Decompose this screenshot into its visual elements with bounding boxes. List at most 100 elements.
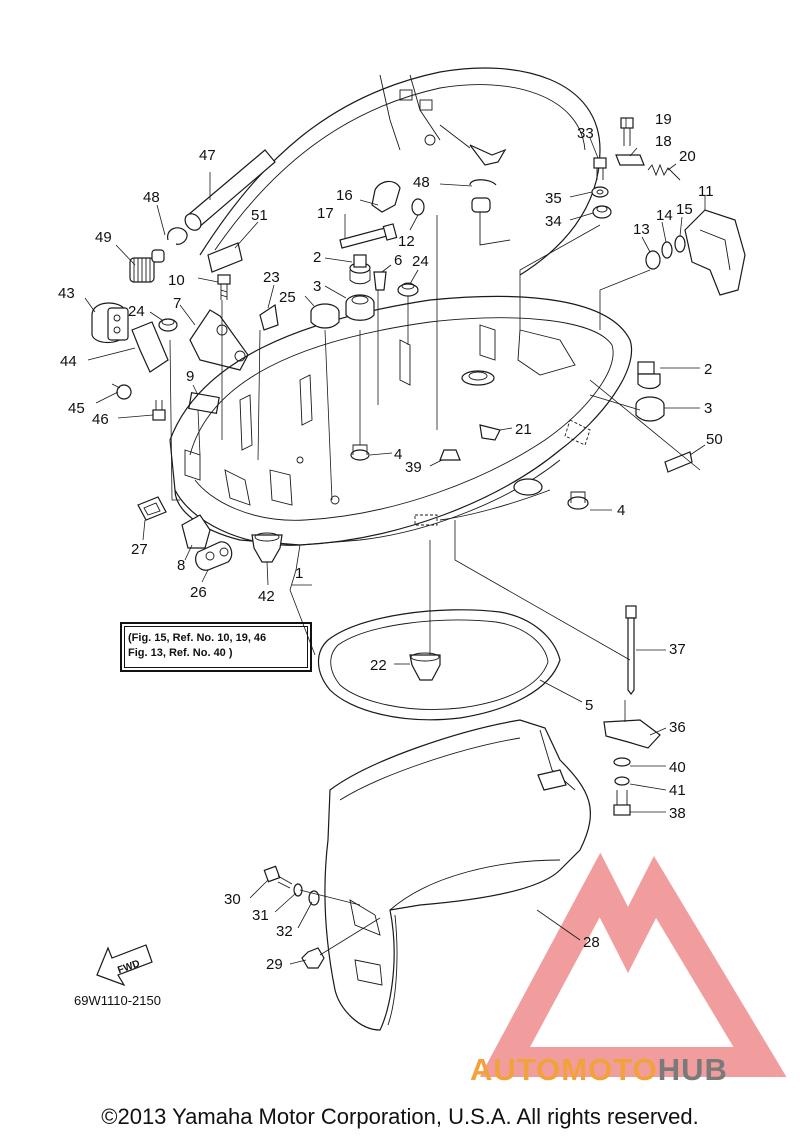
- part-49-gear: [129, 249, 165, 283]
- label-29: 29: [266, 956, 283, 973]
- part-15-ring: [674, 235, 686, 253]
- label-37: 37: [669, 641, 686, 658]
- label-26: 26: [190, 584, 207, 601]
- label-39: 39: [405, 459, 422, 476]
- label-47: 47: [199, 147, 216, 164]
- label-31: 31: [252, 907, 269, 924]
- part-22-grommet: [409, 652, 441, 681]
- part-34-grommet: [592, 205, 612, 219]
- label-15: 15: [676, 201, 693, 218]
- label-41: 41: [669, 782, 686, 799]
- part-3-grommet-top: [345, 294, 375, 321]
- label-35: 35: [545, 190, 562, 207]
- label-19: 19: [655, 111, 672, 128]
- label-7: 7: [173, 295, 181, 312]
- label-20: 20: [679, 148, 696, 165]
- label-4: 4: [394, 446, 402, 463]
- part-40-washer: [613, 757, 631, 767]
- part-43-bracket: [91, 302, 129, 344]
- label-5: 5: [585, 697, 593, 714]
- part-4-collar-right: [567, 491, 589, 510]
- part-19-bolt: [620, 117, 634, 146]
- part-9-plate: [188, 391, 220, 415]
- part-48-clamp-right: [469, 179, 497, 213]
- label-50: 50: [706, 431, 723, 448]
- part-41-lock-washer: [614, 776, 630, 786]
- part-labels: 47 48 49 51 43 10 23 24 7 44 9 45 46 27 …: [58, 111, 723, 973]
- part-30-bolt: [263, 865, 293, 889]
- label-24: 24: [128, 303, 145, 320]
- label-3: 3: [313, 278, 321, 295]
- copyright-notice: ©2013 Yamaha Motor Corporation, U.S.A. A…: [101, 1104, 699, 1129]
- part-39-nut: [439, 449, 461, 461]
- part-21-screw: [479, 424, 501, 441]
- label-33: 33: [577, 125, 594, 142]
- label-11: 11: [698, 183, 714, 200]
- label-45: 45: [68, 400, 85, 417]
- part-25-grommet: [310, 303, 340, 329]
- part-46-bolt: [152, 400, 166, 421]
- label-48: 48: [143, 189, 160, 206]
- label-4: 4: [617, 502, 625, 519]
- label-16: 16: [336, 187, 353, 204]
- part-2-bolt-right: [637, 361, 661, 390]
- label-24: 24: [412, 253, 429, 270]
- part-29-nut: [301, 947, 325, 969]
- part-3-grommet-right: [635, 396, 665, 422]
- part-28-lower-cover: [324, 719, 591, 1031]
- label-2: 2: [313, 249, 321, 266]
- part-48-clamp-left: [167, 227, 188, 245]
- part-42-grommet: [251, 532, 283, 563]
- label-6: 6: [394, 252, 402, 269]
- label-1: 1: [295, 565, 303, 582]
- label-40: 40: [669, 759, 686, 776]
- part-11-latch: [684, 209, 746, 296]
- part-24-grommet-top: [397, 282, 419, 297]
- label-38: 38: [669, 805, 686, 822]
- label-42: 42: [258, 588, 275, 605]
- label-13: 13: [633, 221, 650, 238]
- part-26-damper: [195, 541, 233, 571]
- reference-note-line-2: Fig. 13, Ref. No. 40 ): [128, 647, 233, 659]
- label-12: 12: [398, 233, 415, 250]
- label-8: 8: [177, 557, 185, 574]
- label-36: 36: [669, 719, 686, 736]
- part-17-bolt: [339, 223, 398, 249]
- label-30: 30: [224, 891, 241, 908]
- label-43: 43: [58, 285, 75, 302]
- part-51-label: [207, 242, 243, 273]
- label-34: 34: [545, 213, 562, 230]
- part-8-block: [181, 514, 211, 549]
- label-9: 9: [186, 368, 194, 385]
- part-36-holder: [603, 719, 661, 749]
- label-28: 28: [583, 934, 600, 951]
- part-45-screw: [111, 383, 132, 400]
- part-12-collar: [411, 198, 425, 216]
- watermark-text: AUTOMOTOHUB: [470, 1052, 728, 1088]
- label-21: 21: [515, 421, 532, 438]
- part-33-bolt: [593, 157, 607, 180]
- part-14-washer: [661, 241, 673, 259]
- part-4-collar-center: [350, 444, 370, 461]
- part-5-seal: [317, 609, 561, 721]
- reference-note-box: (Fig. 15, Ref. No. 10, 19, 46 Fig. 13, R…: [120, 622, 312, 672]
- part-38-bolt: [613, 790, 631, 816]
- part-47-hose: [184, 149, 276, 231]
- label-44: 44: [60, 353, 77, 370]
- part-6-screw: [373, 271, 387, 291]
- label-18: 18: [655, 133, 672, 150]
- part-20-spring: [647, 163, 681, 181]
- part-16-bracket: [371, 180, 401, 213]
- label-46: 46: [92, 411, 109, 428]
- label-49: 49: [95, 229, 112, 246]
- part-23-clip: [259, 303, 279, 331]
- automotohub-logo-icon: [479, 852, 787, 1077]
- drawing-code: 69W1110-2150: [74, 993, 161, 1008]
- part-13-collar: [645, 250, 661, 270]
- part-18-washer: [615, 154, 645, 166]
- watermark-text-automoto: AUTOMOTO: [470, 1052, 658, 1087]
- part-35-washer: [591, 186, 609, 198]
- bottom-cowling-pan: [169, 295, 633, 546]
